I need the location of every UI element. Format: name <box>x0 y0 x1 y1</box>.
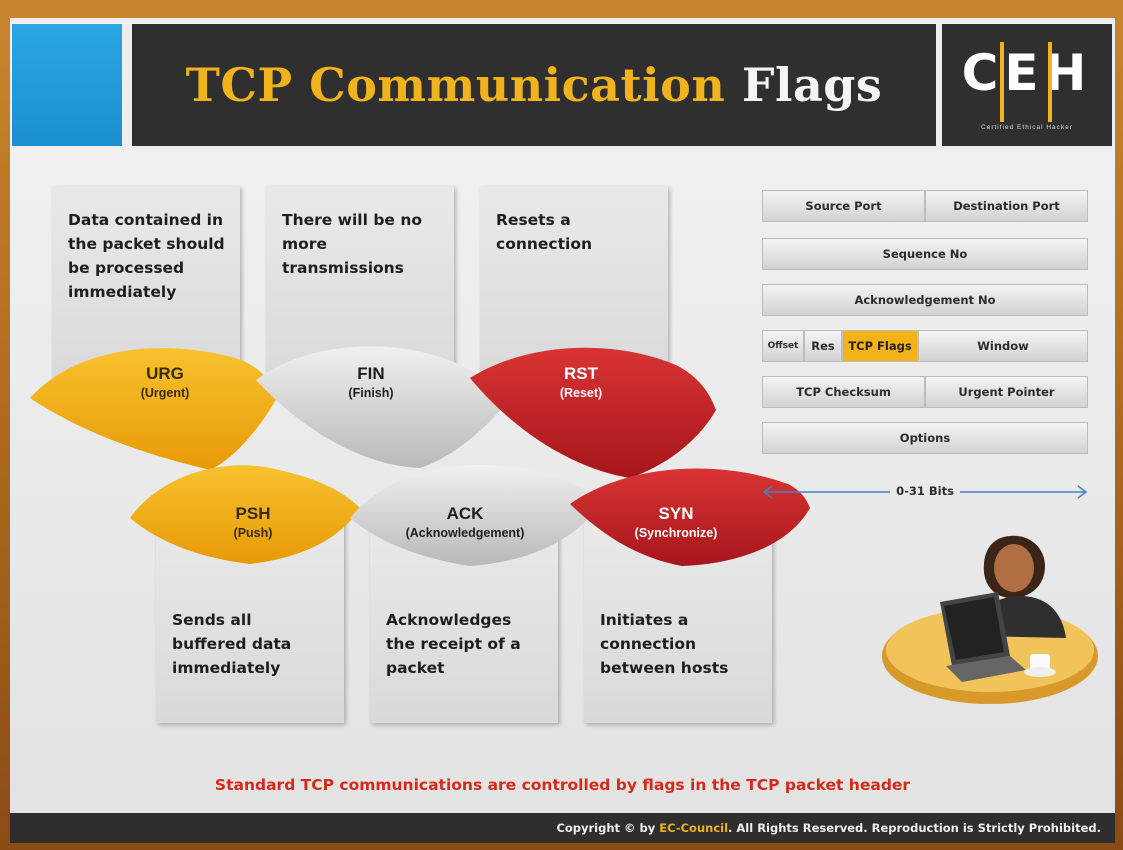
header-row: TCP Checksum Urgent Pointer <box>762 376 1088 408</box>
flag-psh-full: (Push) <box>233 526 273 540</box>
leaf-psh <box>130 465 360 564</box>
header-cell: Acknowledgement No <box>762 284 1088 316</box>
slide: TCP Communication Flags CEH Certified Et… <box>10 18 1115 843</box>
flag-rst-full: (Reset) <box>559 386 603 400</box>
bits-label: 0-31 Bits <box>896 484 954 498</box>
flag-psh-name: PSH <box>235 504 271 523</box>
flag-ack: ACK (Acknowledgement) <box>380 504 550 540</box>
flag-urg-name: URG <box>146 364 184 383</box>
title-bar: TCP Communication Flags CEH Certified Et… <box>10 18 1115 150</box>
card-ack-text: Acknowledges the receipt of a packet <box>386 611 521 677</box>
header-cell-highlight: TCP Flags <box>842 330 918 362</box>
header-cell: Urgent Pointer <box>925 376 1088 408</box>
leaf-rst <box>470 347 716 478</box>
person-at-laptop-icon <box>882 535 1098 704</box>
flag-syn-name: SYN <box>658 504 694 523</box>
header-cell: Source Port <box>762 190 925 222</box>
copyright-pre: Copyright © by <box>556 821 660 835</box>
logo-subtitle: Certified Ethical Hacker <box>981 124 1073 131</box>
logo-bar-left <box>1000 42 1004 122</box>
header-row: Sequence No <box>762 238 1088 270</box>
card-psh-text: Sends all buffered data immediately <box>172 611 292 677</box>
flag-ack-full: (Acknowledgement) <box>405 526 525 540</box>
bits-arrow-icon <box>762 485 1088 499</box>
flag-psh: PSH (Push) <box>188 504 318 540</box>
header-cell: Window <box>918 330 1088 362</box>
header-cell: Offset <box>762 330 804 362</box>
title-main: TCP Communication <box>185 58 726 112</box>
ceh-logo-icon: CEH Certified Ethical Hacker <box>942 24 1112 146</box>
flag-rst: RST (Reset) <box>516 364 646 400</box>
flag-urg: URG (Urgent) <box>100 364 230 400</box>
flag-ack-name: ACK <box>446 504 484 523</box>
header-cell: Res <box>804 330 842 362</box>
leaf-ack <box>350 464 600 566</box>
card-rst-text: Resets a connection <box>496 211 593 253</box>
copyright-post: . All Rights Reserved. Reproduction is S… <box>728 821 1101 835</box>
logo-bar-right <box>1048 42 1052 122</box>
title-accent: Flags <box>741 58 883 112</box>
title-box: TCP Communication Flags <box>132 24 936 146</box>
card-fin-text: There will be no more transmissions <box>282 211 423 277</box>
card-urg-text: Data contained in the packet should be p… <box>68 211 225 301</box>
header-row: Options <box>762 422 1088 454</box>
flag-fin-full: (Finish) <box>348 386 394 400</box>
header-cell: Sequence No <box>762 238 1088 270</box>
flag-rst-name: RST <box>564 364 598 383</box>
header-cell: Options <box>762 422 1088 454</box>
flag-fin-name: FIN <box>357 364 385 383</box>
footer: Copyright © by EC-Council. All Rights Re… <box>10 813 1115 843</box>
header-cell: Destination Port <box>925 190 1088 222</box>
header-cell: TCP Checksum <box>762 376 925 408</box>
copyright-brand: EC-Council <box>659 821 729 835</box>
flag-leaves <box>30 346 810 566</box>
page-title: TCP Communication Flags <box>186 58 883 112</box>
card-syn-text: Initiates a connection between hosts <box>600 611 729 677</box>
tcp-header-diagram: Source Port Destination Port Sequence No… <box>762 180 1088 499</box>
flag-syn-full: (Synchronize) <box>634 526 718 540</box>
leaf-fin <box>256 346 504 468</box>
header-row: Offset Res TCP Flags Window <box>762 330 1088 362</box>
copyright: Copyright © by EC-Council. All Rights Re… <box>556 821 1101 835</box>
flag-syn: SYN (Synchronize) <box>606 504 746 540</box>
bits-scale: 0-31 Bits <box>762 482 1088 502</box>
header-row: Acknowledgement No <box>762 284 1088 316</box>
caption: Standard TCP communications are controll… <box>214 776 911 794</box>
accent-block <box>12 24 122 146</box>
leaf-syn <box>570 468 810 566</box>
logo-letters: CEH <box>961 44 1093 102</box>
flag-urg-full: (Urgent) <box>140 386 190 400</box>
header-row: Source Port Destination Port <box>762 190 1088 222</box>
leaf-urg <box>30 348 278 470</box>
flag-fin: FIN (Finish) <box>306 364 436 400</box>
